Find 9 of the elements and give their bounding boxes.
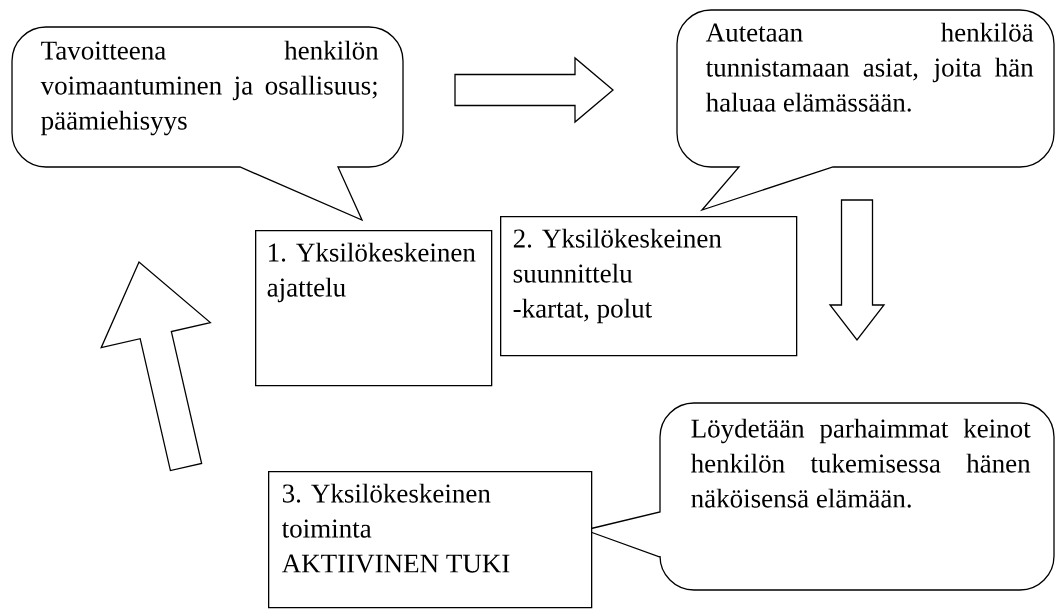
process-box: 1. Yksilökeskeinen ajattelu <box>255 230 493 387</box>
speech-bubble: Löydetään parhaimmat keinot henkilön tukemisessa hänen näköisensä elämään. <box>584 402 1055 591</box>
block-arrow <box>454 56 614 124</box>
process-box: 2. Yksilökeskeinen suunnittelu -kartat, polut <box>500 216 798 357</box>
block-arrow <box>100 260 212 472</box>
process-box: 3. Yksilökeskeinen toiminta AKTIIVINEN TUKI <box>268 471 593 609</box>
speech-bubble: Tavoitteena henkilön voimaantuminen ja osallisuus; päämiehisyys <box>11 26 404 221</box>
speech-bubble: Autetaan henkilöä tunnistamaan asiat, joita hän haluaa elämässään. <box>676 9 1055 211</box>
block-arrow <box>828 199 886 342</box>
